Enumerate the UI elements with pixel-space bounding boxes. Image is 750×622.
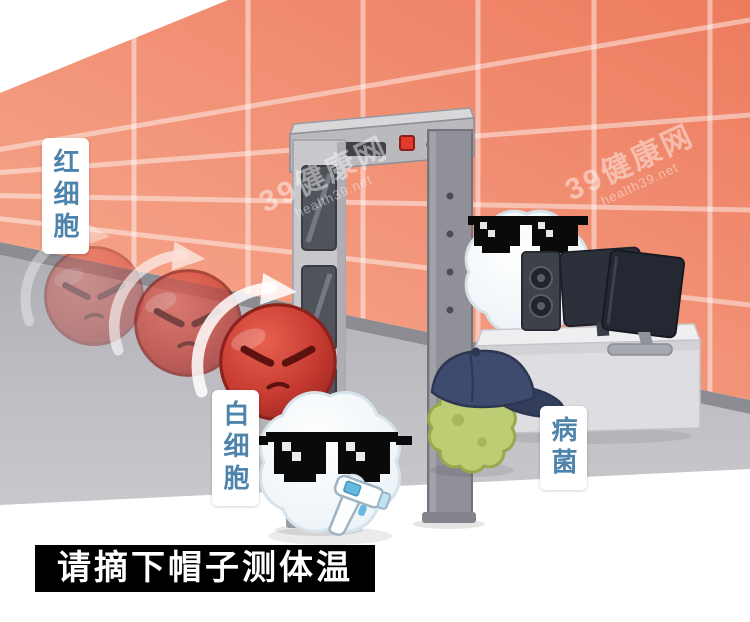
pixel-sunglasses-icon: [468, 216, 588, 253]
label-germ: 病菌: [540, 406, 587, 490]
pixel-sunglasses-icon: [252, 432, 412, 482]
speaker-icon: [521, 251, 561, 331]
security-desk-area: [464, 209, 702, 444]
label-white-blood-cell: 白细胞: [212, 390, 259, 506]
gate-red-indicator-light: [399, 135, 415, 151]
monitor-2-icon: [601, 249, 686, 356]
white-blood-cell-character: [252, 391, 412, 545]
caption-bar: 请摘下帽子测体温: [35, 545, 375, 592]
label-red-blood-cell: 红细胞: [42, 138, 89, 254]
thermometer-gun-icon: [328, 474, 392, 536]
